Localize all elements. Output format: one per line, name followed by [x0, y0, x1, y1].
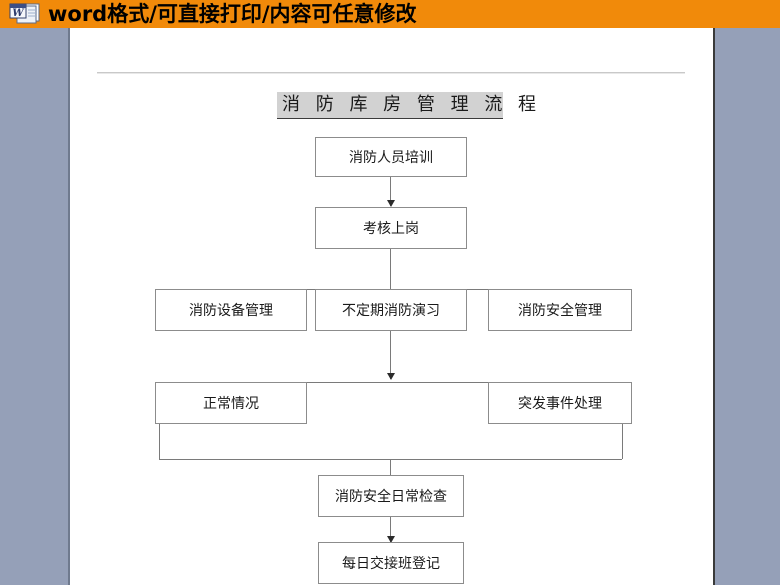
- connector-n8-n9: [390, 517, 391, 542]
- connector-n2-bus: [390, 249, 391, 289]
- page-gutter-right: [713, 28, 780, 585]
- document-page: 消 防 库 房 管 理 流 程 消防人员培训 考核上岗 消防设备管理 不定期消防…: [70, 28, 711, 585]
- banner-text: word格式/可直接打印/内容可任意修改: [48, 2, 417, 26]
- connector-n4-bus2: [390, 331, 391, 379]
- promo-banner: W word格式/可直接打印/内容可任意修改: [0, 0, 780, 28]
- header-rule: [97, 72, 685, 74]
- connector-n1-n2: [390, 177, 391, 206]
- connector-n6-down: [159, 424, 160, 459]
- page-title: 消 防 库 房 管 理 流 程: [277, 92, 536, 119]
- arrow-n4-bus2: [387, 373, 395, 380]
- flow-node-fire-personnel-training: 消防人员培训: [315, 137, 467, 177]
- flow-node-irregular-fire-drill: 不定期消防演习: [315, 289, 467, 331]
- flow-node-normal-situation: 正常情况: [155, 382, 307, 424]
- arrow-n8-n9: [387, 536, 395, 543]
- flow-node-fire-safety-management: 消防安全管理: [488, 289, 632, 331]
- page-gutter-left: [0, 28, 70, 585]
- arrow-n1-n2: [387, 200, 395, 207]
- flow-node-emergency-handling: 突发事件处理: [488, 382, 632, 424]
- flow-node-daily-fire-safety-inspection: 消防安全日常检查: [318, 475, 464, 517]
- flow-node-assessment-on-duty: 考核上岗: [315, 207, 467, 249]
- connector-n7-down: [622, 424, 623, 459]
- svg-text:W: W: [12, 8, 25, 19]
- flow-node-fire-equipment-management: 消防设备管理: [155, 289, 307, 331]
- connector-merge-to-n8: [390, 459, 391, 486]
- flow-node-daily-shift-handover-register: 每日交接班登记: [318, 542, 464, 584]
- word-document-icon: W: [8, 2, 42, 26]
- connector-bus-row4: [159, 382, 622, 383]
